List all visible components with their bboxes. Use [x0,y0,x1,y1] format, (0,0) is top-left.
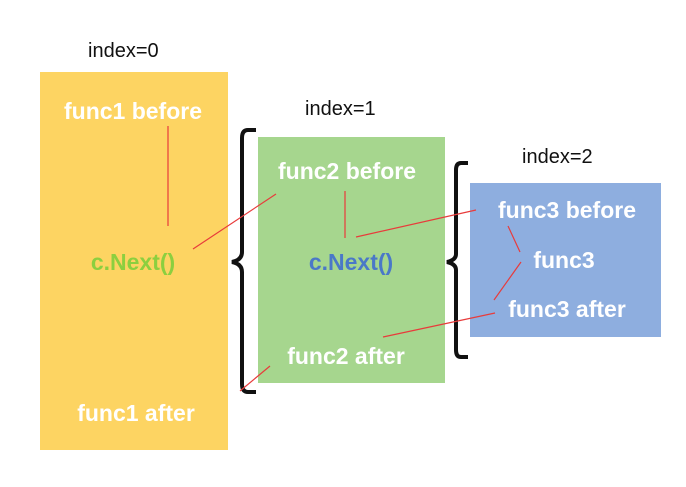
func3-before-label: func3 before [497,197,637,223]
func2-after-label: func2 after [287,343,405,369]
bracket-frame2 [231,128,256,394]
index-label-frame1: index=0 [88,40,159,62]
func1-after-label: func1 after [77,400,195,426]
arrow-next-to-func2-before [192,193,277,250]
frame1-next-call: c.Next() [90,249,176,275]
bracket-frame3 [446,161,468,359]
func3-body-label: func3 [533,247,595,273]
func1-before-label: func1 before [63,98,203,124]
arrow-func2-after-to-func1-after [239,365,271,392]
frame2-box [258,137,445,383]
arrow-next-to-func3-before [355,209,477,238]
arrow-func3-after-to-func2-after [382,312,496,338]
frame1-box [40,72,228,450]
index-label-frame3: index=2 [522,146,593,168]
arrow-func3-before-to-func3 [507,225,521,253]
frame2-next-call: c.Next() [308,249,394,275]
func2-before-label: func2 before [277,158,417,184]
index-label-frame2: index=1 [305,98,376,120]
func3-after-label: func3 after [508,296,626,322]
arrow-func3-to-func3-after [493,261,522,301]
frame3-box [470,183,661,337]
